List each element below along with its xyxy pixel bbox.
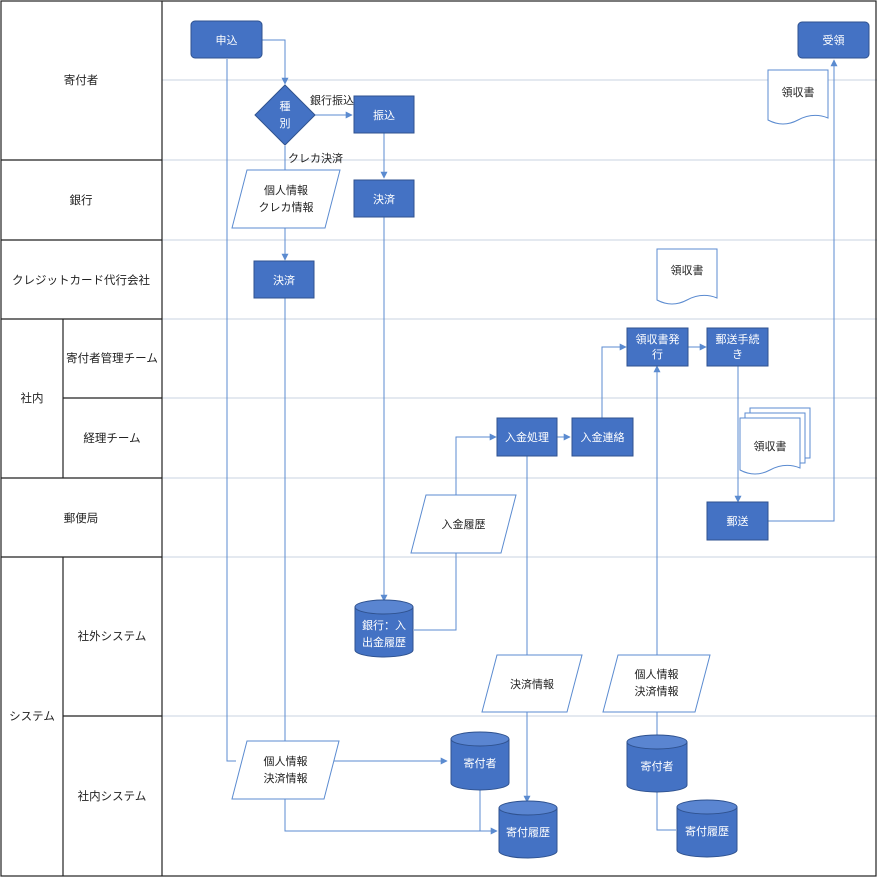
edge-donor-db2-to-donation-history2 <box>656 792 676 831</box>
document-receipt-mid: 領収書 <box>656 248 718 305</box>
lane-label-bank: 銀行 <box>70 193 93 207</box>
database-donation-history-2-label: 寄付履歴 <box>685 824 729 838</box>
database-donation-history-2: 寄付履歴 <box>676 799 738 858</box>
database-donation-history-1-label: 寄付履歴 <box>506 825 550 839</box>
edge-apply-to-internal-info <box>226 59 236 762</box>
database-bank-history-label-2: 出金履歴 <box>362 635 406 649</box>
database-donation-history-1: 寄付履歴 <box>498 800 558 859</box>
database-bank-history-label-1: 銀行：入 <box>362 618 406 632</box>
process-issue-receipt[interactable]: 領収書発 行 <box>626 327 689 367</box>
edge-label-credit-card: クレカ決済 <box>288 151 343 165</box>
process-apply[interactable]: 申込 <box>190 20 263 59</box>
data-payment-history-label: 入金履歴 <box>442 517 486 531</box>
decision-type-label-2: 別 <box>280 117 291 130</box>
process-card-settle[interactable]: 決済 <box>253 260 315 299</box>
process-payment-process-label: 入金処理 <box>505 430 549 444</box>
lane-label-accounting-team: 経理チーム <box>83 431 140 445</box>
process-mail-label: 郵送 <box>727 514 749 528</box>
document-receipt-top: 領収書 <box>767 69 829 125</box>
data-payment-history: 入金履歴 <box>410 494 517 554</box>
process-issue-receipt-label-2: 行 <box>652 348 663 361</box>
process-receive[interactable]: 受領 <box>797 21 870 59</box>
document-receipt-stack: 領収書 <box>739 407 811 475</box>
data-personal-settle-external: 個人情報 決済情報 <box>602 654 711 713</box>
decision-type-label-1: 種 <box>280 99 291 113</box>
database-donor-2: 寄付者 <box>626 734 688 793</box>
edge-apply-to-type <box>262 39 289 85</box>
lane-label-post-office: 郵便局 <box>64 511 99 525</box>
process-payment-notice-label: 入金連絡 <box>581 430 625 444</box>
process-mail[interactable]: 郵送 <box>706 501 769 541</box>
process-payment-notice[interactable]: 入金連絡 <box>571 417 634 457</box>
process-bank-settle-label: 決済 <box>373 192 395 206</box>
database-donor-2-label: 寄付者 <box>641 759 674 773</box>
data-personal-settle-external-label-2: 決済情報 <box>635 684 679 698</box>
database-donor-1-label: 寄付者 <box>464 756 497 770</box>
database-bank-history: 銀行：入 出金履歴 <box>354 599 414 658</box>
lane-label-system: システム <box>9 709 55 723</box>
document-receipt-top-label: 領収書 <box>782 85 815 99</box>
edge-notice-to-issue-receipt <box>601 343 627 418</box>
process-mailing-procedure-label-2: き <box>732 348 743 361</box>
data-personal-settle-internal-label-1: 個人情報 <box>264 755 308 768</box>
data-settle-info-label: 決済情報 <box>510 677 554 691</box>
lane-label-internal-system: 社内システム <box>78 789 147 803</box>
process-mailing-procedure-label-1: 郵送手続 <box>716 332 760 346</box>
edge-card-settle-to-donation-history <box>284 298 498 835</box>
data-personal-settle-internal: 個人情報 決済情報 <box>231 740 340 800</box>
process-apply-label: 申込 <box>216 34 238 47</box>
process-payment-process[interactable]: 入金処理 <box>496 417 558 457</box>
data-card-info-label-2: クレカ情報 <box>259 201 314 214</box>
lane-separators <box>162 79 877 717</box>
data-settle-info: 決済情報 <box>481 654 583 713</box>
document-receipt-mid-label: 領収書 <box>671 263 704 277</box>
edge-mail-to-receive <box>768 59 838 522</box>
process-bank-settle[interactable]: 決済 <box>353 179 415 218</box>
data-personal-settle-internal-label-2: 決済情報 <box>264 771 308 785</box>
document-receipt-stack-label: 領収書 <box>754 439 787 453</box>
lane-label-donor-team: 寄付者管理チーム <box>66 351 158 365</box>
database-donor-1: 寄付者 <box>450 731 510 791</box>
lane-label-card-company: クレジットカード代行会社 <box>12 273 150 287</box>
edge-label-bank-transfer: 銀行振込 <box>310 93 354 107</box>
process-mailing-procedure[interactable]: 郵送手続 き <box>706 327 769 367</box>
lane-label-donor: 寄付者 <box>64 73 99 87</box>
data-personal-settle-external-label-1: 個人情報 <box>635 668 679 681</box>
data-card-info: 個人情報 クレカ情報 <box>231 169 341 229</box>
process-transfer[interactable]: 振込 <box>353 95 415 134</box>
process-issue-receipt-label-1: 領収書発 <box>636 332 680 346</box>
lane-label-company: 社内 <box>21 391 44 405</box>
data-card-info-label-1: 個人情報 <box>264 184 308 197</box>
lane-label-external-system: 社外システム <box>78 629 147 643</box>
process-card-settle-label: 決済 <box>273 273 295 287</box>
process-transfer-label: 振込 <box>373 108 395 122</box>
decision-type[interactable]: 種 別 <box>254 84 316 146</box>
process-receive-label: 受領 <box>823 33 845 47</box>
